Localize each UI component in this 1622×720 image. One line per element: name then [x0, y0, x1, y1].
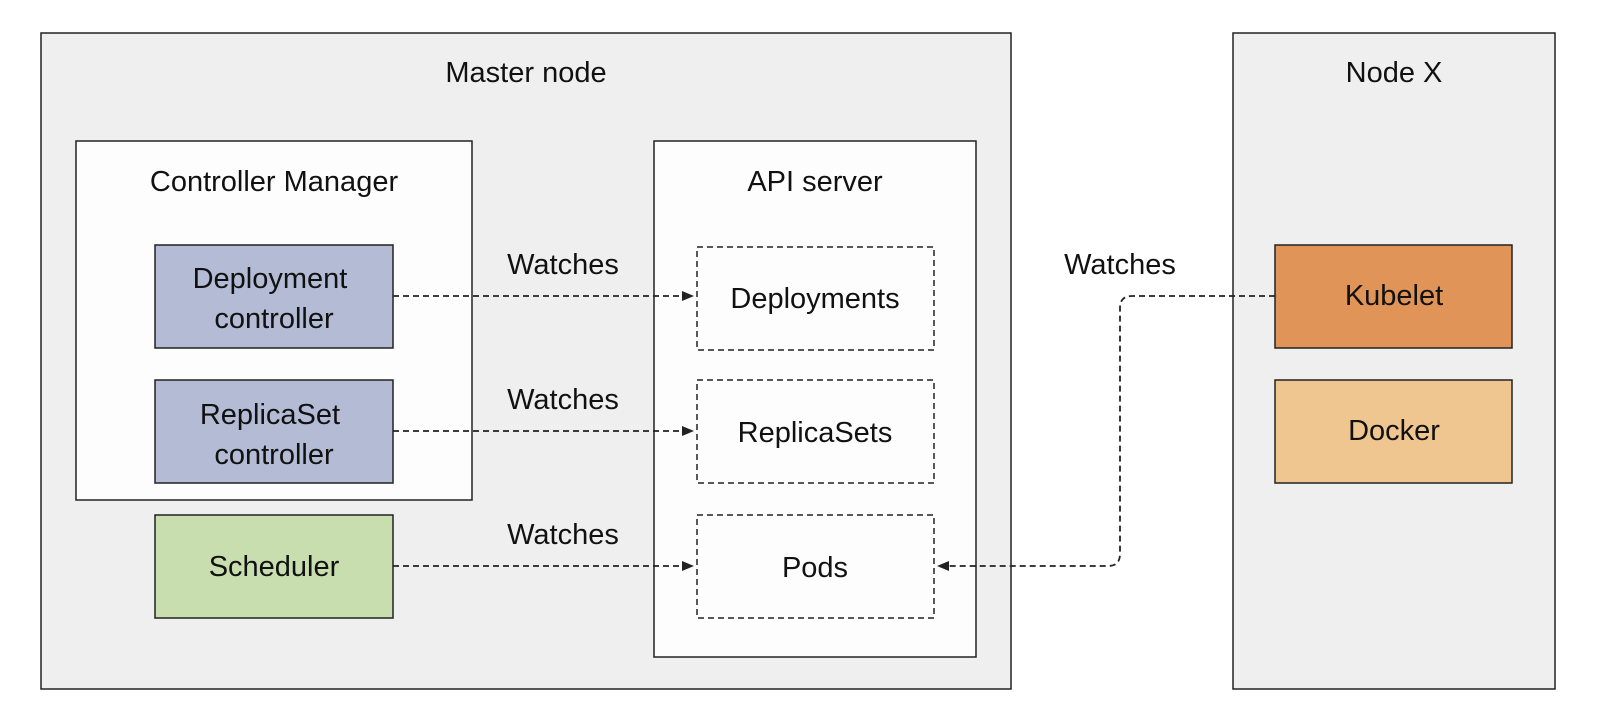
- replicaset-controller-box: [154, 379, 394, 484]
- api-server: API server: [653, 140, 977, 658]
- deployment-controller-label-line1: Deployment: [193, 263, 348, 295]
- master-node-title: Master node: [445, 57, 606, 89]
- resource-replicasets-label: ReplicaSets: [738, 417, 893, 449]
- node-x-title: Node X: [1346, 57, 1443, 89]
- docker: Docker: [1274, 379, 1513, 484]
- replicaset-controller-label-line1: ReplicaSet: [200, 399, 340, 431]
- resource-pods-label: Pods: [782, 552, 848, 584]
- node-x: Node X: [1232, 32, 1556, 690]
- edge-replicaset-watch-label: Watches: [507, 384, 619, 416]
- deployment-controller-label: Deployment controller: [193, 263, 356, 335]
- deployment-controller-label-line2: controller: [214, 303, 334, 335]
- kubelet-label: Kubelet: [1345, 280, 1443, 312]
- resource-deployments: Deployments: [696, 246, 935, 351]
- resource-deployments-label: Deployments: [730, 283, 899, 315]
- controller-manager-title: Controller Manager: [150, 166, 399, 198]
- edge-deployment-watch-label: Watches: [507, 249, 619, 281]
- scheduler-label: Scheduler: [209, 551, 340, 583]
- scheduler: Scheduler: [154, 514, 394, 619]
- api-server-title: API server: [747, 166, 883, 198]
- api-server-box: [653, 140, 977, 658]
- deployment-controller: Deployment controller: [154, 244, 394, 349]
- docker-label: Docker: [1348, 415, 1440, 447]
- kubelet: Kubelet: [1274, 244, 1513, 349]
- node-x-box: [1232, 32, 1556, 690]
- docker-box: [1274, 379, 1513, 484]
- edge-kubelet-watch: Watches: [937, 249, 1275, 571]
- replicaset-controller-label-line2: controller: [214, 439, 334, 471]
- replicaset-controller-label: ReplicaSet controller: [200, 399, 348, 471]
- resource-replicasets: ReplicaSets: [696, 379, 935, 484]
- edge-replicaset-watch: Watches: [393, 384, 694, 436]
- edge-scheduler-watch-label: Watches: [507, 519, 619, 551]
- edge-kubelet-watch-label: Watches: [1064, 249, 1176, 281]
- edge-kubelet-watch-line: [937, 295, 1275, 571]
- edge-deployment-watch: Watches: [393, 249, 694, 301]
- kubelet-box: [1274, 244, 1513, 349]
- replicaset-controller: ReplicaSet controller: [154, 379, 394, 484]
- edge-scheduler-watch: Watches: [393, 519, 694, 571]
- resource-pods: Pods: [696, 514, 935, 619]
